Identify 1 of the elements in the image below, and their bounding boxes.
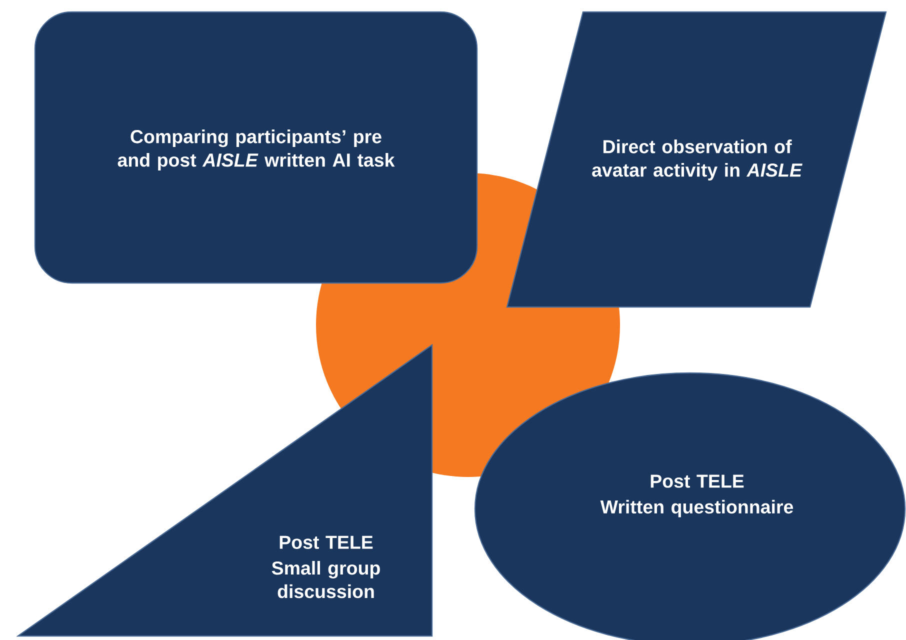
- rounded-box: Comparing participants’ pre and post AISLE written AI task: [34, 11, 478, 284]
